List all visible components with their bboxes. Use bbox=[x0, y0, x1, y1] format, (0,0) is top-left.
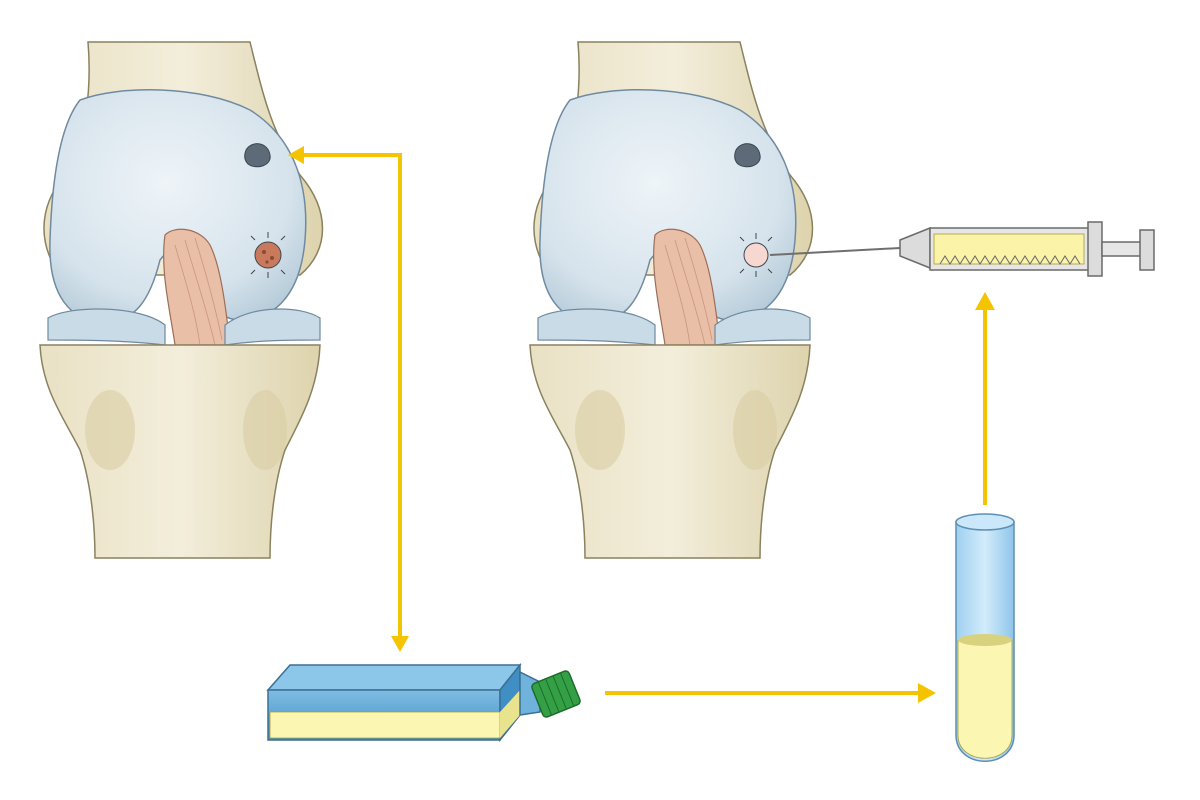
arrowhead-to-tube bbox=[918, 683, 936, 703]
arrowhead-to-knee bbox=[288, 146, 304, 164]
cartilage-lesion bbox=[244, 143, 271, 168]
tube-rim bbox=[955, 513, 1015, 531]
syringe-fluid bbox=[933, 233, 1085, 265]
knee-joint-treated-icon bbox=[529, 41, 814, 559]
syringe-flange bbox=[1087, 221, 1103, 277]
syringe-plunger-seal bbox=[939, 255, 1081, 265]
biopsy-site bbox=[250, 232, 286, 278]
meniscus-left bbox=[47, 308, 166, 346]
knee-joint-icon bbox=[39, 41, 324, 559]
syringe-thumb-rest bbox=[1139, 229, 1155, 271]
implant-site bbox=[739, 233, 773, 277]
culture-flask-icon bbox=[266, 662, 581, 743]
cartilage-lesion bbox=[734, 143, 761, 168]
cruciate-ligament bbox=[653, 228, 721, 346]
cruciate-ligament bbox=[163, 228, 231, 346]
flow-arrows bbox=[288, 146, 995, 703]
meniscus-left bbox=[537, 308, 656, 346]
syringe-plunger-rod bbox=[1101, 241, 1143, 257]
culture-medium bbox=[269, 711, 501, 739]
syringe-icon bbox=[769, 221, 1155, 277]
cell-suspension bbox=[957, 639, 1013, 759]
flask-top bbox=[266, 664, 522, 691]
arrowhead-to-syringe bbox=[975, 292, 995, 310]
test-tube-icon bbox=[955, 513, 1015, 762]
meniscus-right bbox=[714, 308, 811, 346]
meniscus-right bbox=[224, 308, 321, 346]
syringe-needle bbox=[769, 247, 901, 256]
flask-cap bbox=[531, 670, 581, 718]
syringe-hub bbox=[899, 226, 931, 270]
arrowhead-to-flask bbox=[391, 636, 409, 652]
arrow-biopsy-to-culture bbox=[300, 153, 402, 640]
